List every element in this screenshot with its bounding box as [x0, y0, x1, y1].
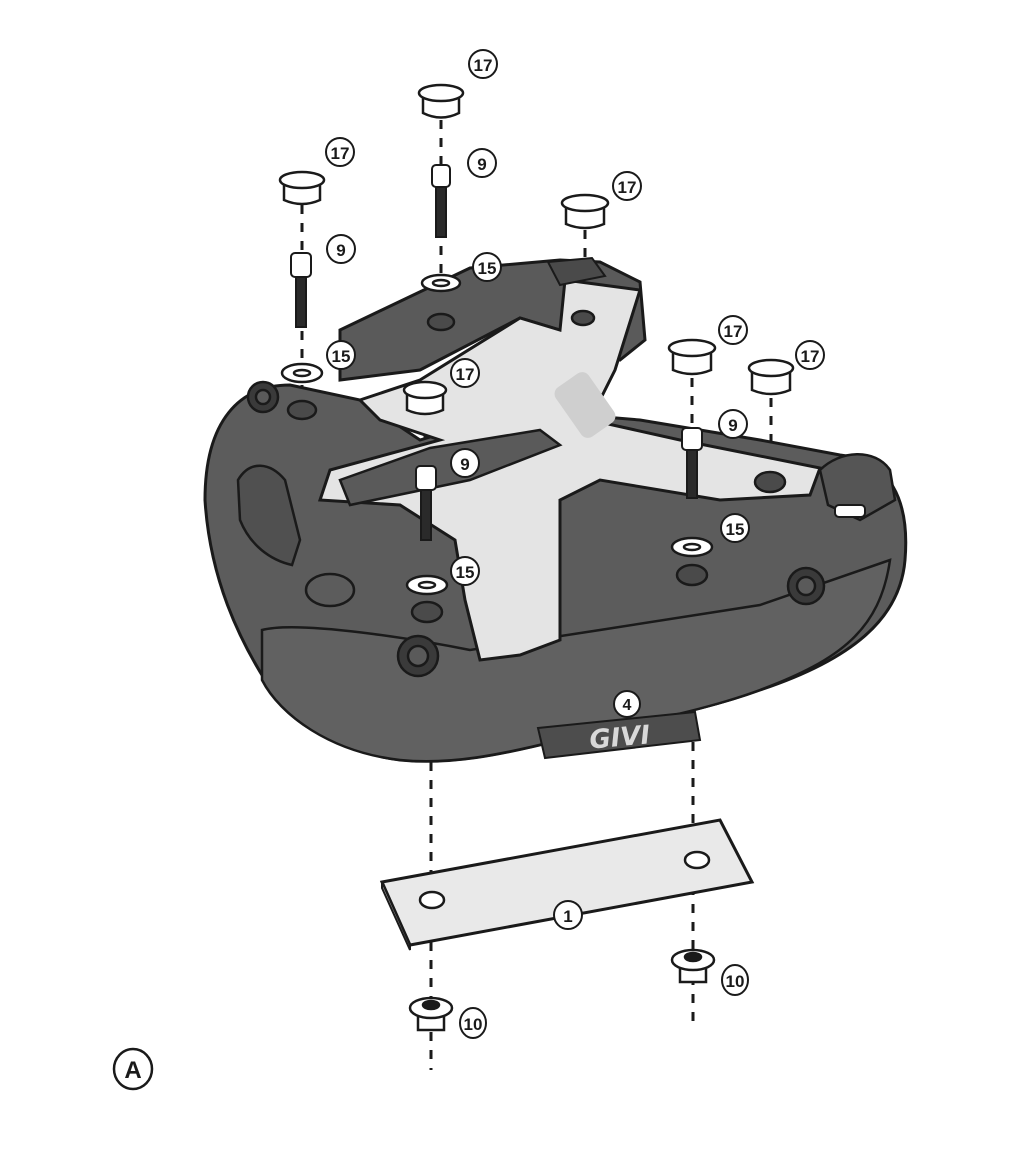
callout-label: 15	[332, 347, 351, 366]
callout-label: 17	[474, 56, 493, 75]
callout-17: 17	[795, 340, 825, 370]
callout-15: 15	[326, 340, 356, 370]
callout-17: 17	[718, 315, 748, 345]
cap	[278, 170, 326, 206]
washer	[405, 574, 449, 596]
flange-nut	[408, 996, 454, 1032]
washers	[280, 273, 714, 596]
callout-label: 15	[456, 563, 475, 582]
callout-17: 17	[325, 137, 355, 167]
backing-bracket	[379, 818, 755, 951]
screw	[290, 252, 312, 328]
washer	[670, 536, 714, 558]
side-pad	[304, 572, 356, 608]
callout-9: 9	[326, 234, 356, 264]
hole	[675, 563, 709, 587]
screw	[415, 465, 437, 541]
callout-4: 4	[613, 690, 641, 718]
frame-cutout	[338, 428, 563, 507]
cap	[747, 358, 795, 396]
hole	[410, 600, 444, 624]
hole	[286, 399, 318, 421]
hole	[426, 312, 456, 332]
buffer	[406, 644, 430, 668]
right-latch-slot	[834, 504, 866, 518]
flange-nuts	[408, 948, 716, 1032]
cap	[402, 380, 448, 416]
view-label: A	[112, 1047, 154, 1091]
callout-9: 9	[467, 148, 497, 178]
callout-label: 9	[336, 241, 345, 260]
bracket-hole	[418, 890, 446, 910]
left-handle	[236, 464, 302, 567]
frame-logo-recess	[554, 372, 616, 438]
screw	[431, 164, 451, 238]
top-latch	[546, 256, 607, 287]
callout-label: 10	[726, 972, 745, 991]
cap	[560, 193, 610, 230]
callout-9: 9	[718, 409, 748, 439]
washer	[420, 273, 462, 293]
callout-label: 9	[477, 155, 486, 174]
cap	[417, 83, 465, 119]
callout-label: 9	[728, 416, 737, 435]
callout-label: 1	[563, 907, 572, 926]
buffer	[254, 388, 272, 406]
callout-label: 15	[726, 520, 745, 539]
callout-17: 17	[450, 358, 480, 388]
callout-label: 17	[456, 365, 475, 384]
callout-1: 1	[553, 900, 583, 930]
callout-label: 4	[623, 697, 632, 714]
callout-label: 17	[724, 322, 743, 341]
callout-10: 10	[459, 1007, 487, 1039]
callout-15: 15	[450, 556, 480, 586]
callout-label: 17	[801, 347, 820, 366]
bracket-hole	[683, 850, 711, 870]
logo-badge	[536, 710, 702, 760]
callout-label: 15	[478, 259, 497, 278]
rubber-buffers	[246, 380, 826, 678]
plate-front-lip	[260, 558, 892, 763]
callouts: 17 17 17 17 17 17 9 9	[325, 49, 825, 1039]
callout-15: 15	[472, 252, 502, 282]
callout-9: 9	[450, 448, 480, 478]
callout-label: 9	[460, 455, 469, 474]
givi-logo: GIVI	[588, 720, 652, 755]
callout-10: 10	[721, 964, 749, 996]
callout-17: 17	[468, 49, 498, 79]
bracket-edge	[381, 881, 411, 951]
cap	[667, 338, 717, 376]
hole	[753, 470, 787, 494]
callout-label: 17	[618, 178, 637, 197]
mounting-holes	[286, 309, 787, 624]
right-latch	[818, 453, 897, 522]
callout-15: 15	[720, 513, 750, 543]
callout-label: 17	[331, 144, 350, 163]
callout-17: 17	[612, 171, 642, 201]
caps	[278, 83, 795, 416]
screw	[681, 427, 703, 499]
flange-nut	[670, 948, 716, 984]
buffer	[795, 575, 817, 597]
view-label-text: A	[124, 1057, 141, 1084]
callout-label: 10	[464, 1015, 483, 1034]
screws	[290, 164, 703, 541]
hole	[570, 309, 596, 327]
monokey-plate: GIVI	[203, 256, 908, 763]
washer	[280, 362, 324, 384]
